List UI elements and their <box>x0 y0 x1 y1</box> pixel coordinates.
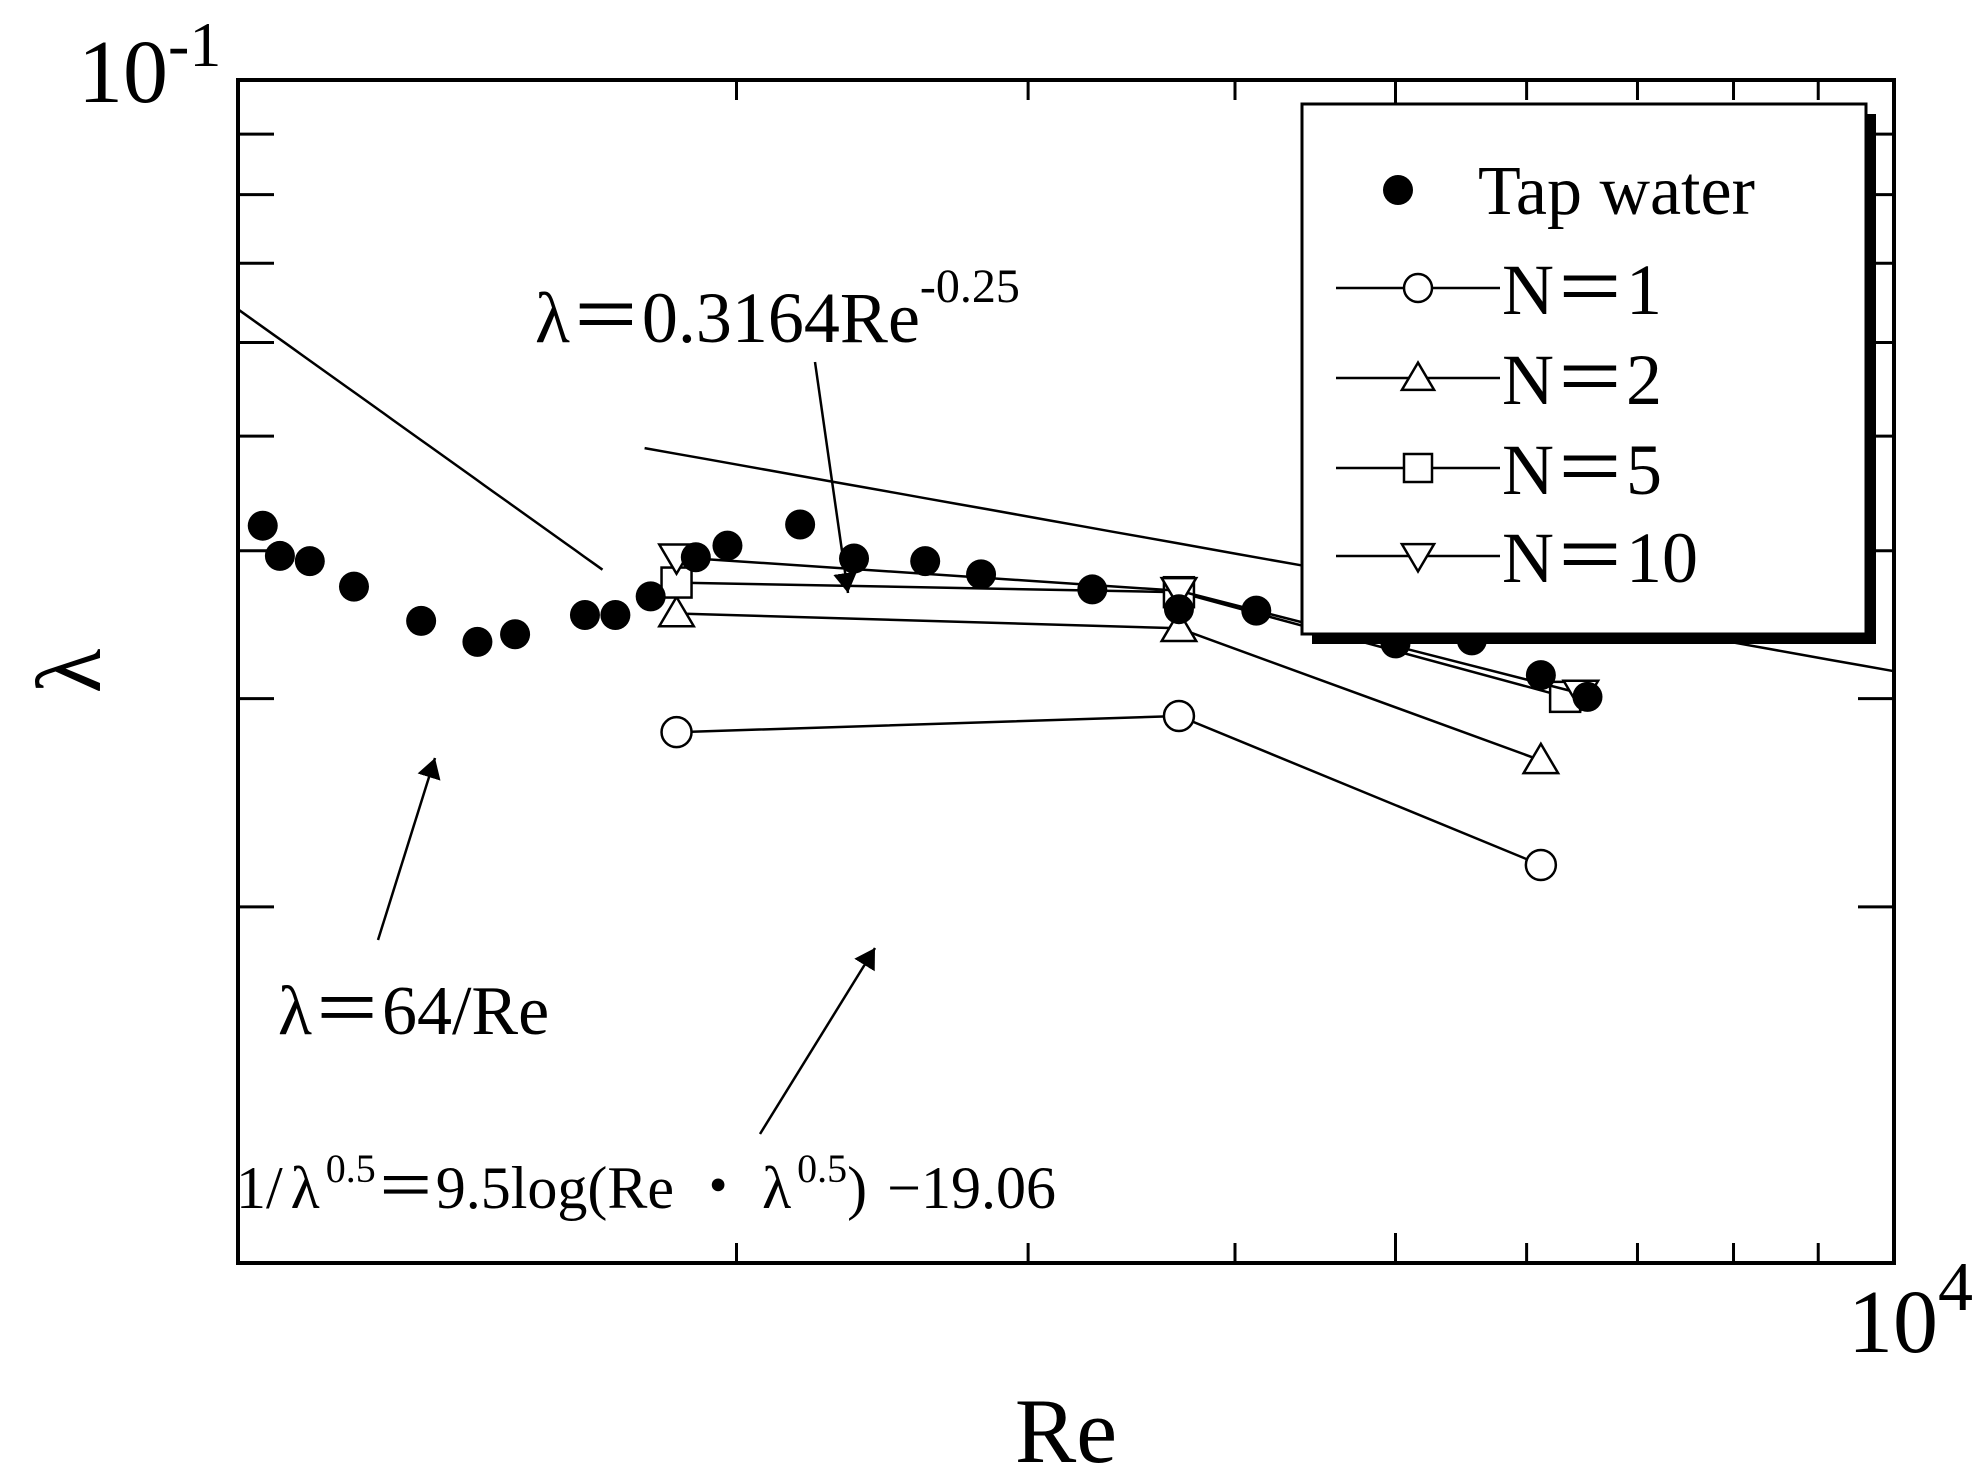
data-point <box>1077 574 1108 605</box>
tube-suffix: ) <box>847 1155 867 1221</box>
legend-marker <box>1399 360 1437 392</box>
y-corner-base: 10 <box>78 23 168 122</box>
data-point <box>680 542 711 573</box>
legend-label: Tap water <box>1478 153 1755 230</box>
data-point <box>569 599 600 630</box>
data-point <box>1525 660 1556 691</box>
legend-item: N＝5 <box>1336 430 1662 510</box>
series-n1 <box>660 699 1558 882</box>
data-point <box>635 581 666 612</box>
data-series <box>247 509 1603 882</box>
data-point <box>657 594 696 628</box>
y-corner-label: 10-1 <box>78 9 221 122</box>
blasius-annotation: λ＝0.3164Re-0.25 <box>535 260 1020 358</box>
data-point <box>406 605 437 636</box>
data-point <box>294 546 325 577</box>
laminar-annotation: λ＝64/Re <box>278 973 549 1050</box>
data-point <box>966 559 997 590</box>
blasius-lambda: λ <box>535 278 570 358</box>
laminar-equation: ＝64/Re <box>312 973 549 1050</box>
laminar-lambda: λ <box>278 973 312 1050</box>
legend-label: N＝2 <box>1502 340 1662 420</box>
series-line <box>676 714 1542 867</box>
x-corner-exponent: 4 <box>1938 1249 1973 1326</box>
laminar-arrow <box>376 757 441 941</box>
data-point <box>712 530 743 561</box>
y-axis-label: λ <box>18 648 120 693</box>
tube-equation: ＝9.5log(Re <box>376 1155 674 1221</box>
tube-exponent-2: 0.5 <box>797 1146 847 1191</box>
data-point <box>839 543 870 574</box>
legend-marker <box>1402 452 1434 484</box>
data-point <box>785 509 816 540</box>
plot-frame <box>236 78 1896 1265</box>
tube-lambda: λ <box>291 1155 320 1221</box>
data-point <box>1163 594 1194 625</box>
legend-item: N＝2 <box>1336 340 1662 420</box>
series-tap-water <box>247 509 1603 712</box>
blasius-exponent: -0.25 <box>920 260 1020 313</box>
tube-exponent: 0.5 <box>326 1146 376 1191</box>
x-axis-label: Re <box>1015 1380 1117 1472</box>
legend-label: N＝10 <box>1502 518 1698 598</box>
tube-prefix: 1/ <box>236 1155 283 1221</box>
data-point <box>910 546 941 577</box>
data-point <box>600 599 631 630</box>
data-point <box>1159 576 1199 610</box>
tube-dot: ・ <box>688 1155 748 1221</box>
tube-lambda-2: λ <box>762 1155 791 1221</box>
data-point <box>1241 595 1272 626</box>
legend-marker <box>1402 272 1434 304</box>
x-corner-base: 10 <box>1848 1273 1938 1372</box>
data-point <box>1159 609 1199 643</box>
x-corner-label: 104 <box>1848 1249 1973 1372</box>
blasius-equation: ＝0.3164Re <box>570 278 920 358</box>
data-point <box>660 715 693 749</box>
data-point <box>500 619 531 650</box>
legend-item: N＝10 <box>1336 518 1698 598</box>
data-point <box>338 571 369 602</box>
legend-marker <box>1399 542 1437 574</box>
y-corner-exponent: -1 <box>168 9 221 80</box>
tube-arrow <box>758 947 877 1135</box>
data-point <box>462 626 493 657</box>
data-point <box>247 510 278 541</box>
data-point <box>1572 681 1603 712</box>
legend-item: Tap water <box>1383 153 1755 230</box>
legend-label: N＝5 <box>1502 430 1662 510</box>
tube-tail: −19.06 <box>887 1155 1056 1221</box>
data-point <box>1521 741 1561 775</box>
data-point <box>1524 848 1558 882</box>
data-point <box>1162 699 1196 733</box>
legend-marker <box>1383 175 1413 205</box>
legend-item: N＝1 <box>1336 250 1662 330</box>
blasius-arrow <box>813 361 858 594</box>
legend-label: N＝1 <box>1502 250 1662 330</box>
series-n2 <box>657 594 1561 775</box>
data-point <box>264 540 295 571</box>
reference-curve-laminar <box>237 308 604 571</box>
